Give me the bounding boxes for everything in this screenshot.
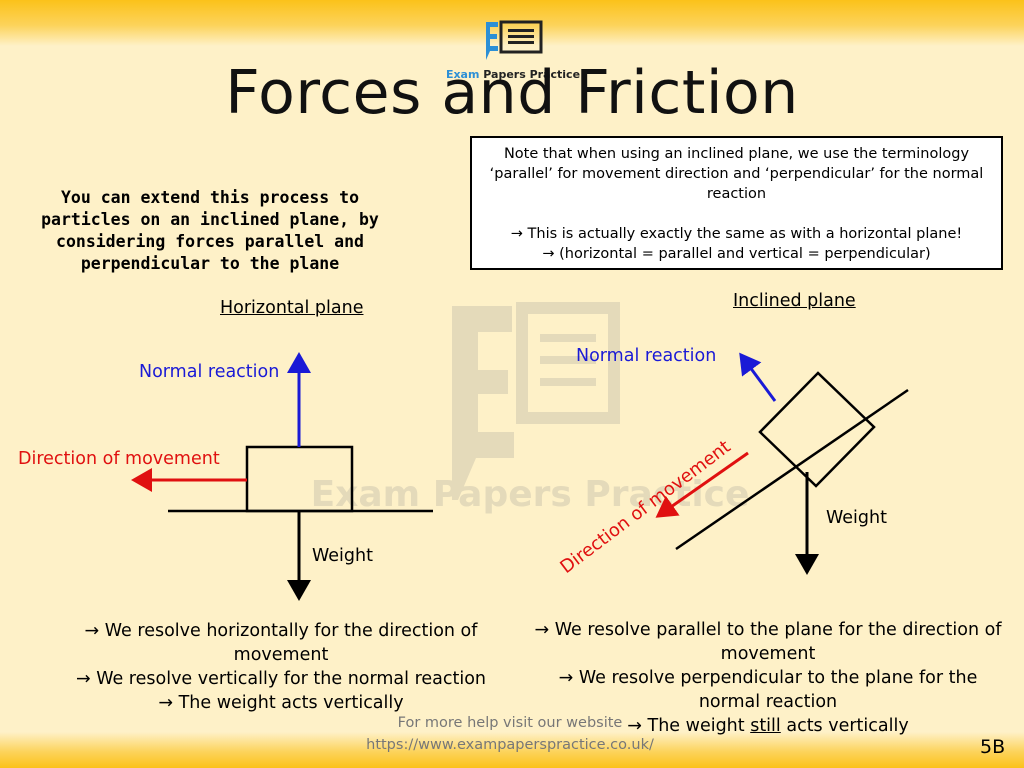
logo-text: Exam Papers Practice — [438, 68, 588, 81]
inclined-bullet-1: → We resolve parallel to the plane for t… — [534, 620, 1002, 664]
logo-text-rest: Papers Practice — [479, 68, 581, 81]
horizontal-movement-label: Direction of movement — [18, 449, 220, 469]
inclined-normal-arrow — [739, 352, 777, 402]
inclined-bullet-3: → The weight still acts vertically — [532, 714, 1004, 738]
footer-website-link[interactable]: https://www.exampaperspractice.co.uk/ — [366, 737, 654, 753]
horizontal-weight-label: Weight — [312, 546, 373, 566]
horizontal-bullet-1: → We resolve horizontally for the direct… — [84, 621, 478, 665]
logo: Exam Papers Practice — [438, 18, 588, 84]
bottom-gradient-band — [0, 732, 1024, 768]
inclined-bullet-3-pre: → The weight — [627, 716, 751, 736]
note-box: Note that when using an inclined plane, … — [470, 136, 1003, 270]
inclined-weight-label: Weight — [826, 508, 887, 528]
logo-icon — [486, 20, 543, 60]
intro-text: You can extend this process to particles… — [41, 188, 379, 273]
footer-line-1: For more help visit our website — [397, 715, 623, 731]
inclined-particle-box — [758, 371, 876, 488]
note-line-3: → (horizontal = parallel and vertical = … — [542, 246, 931, 262]
inclined-plane-heading: Inclined plane — [733, 291, 856, 311]
note-line-1: Note that when using an inclined plane, … — [489, 146, 984, 202]
horizontal-bullet-3: → The weight acts vertically — [158, 693, 404, 713]
page-title: Forces and Friction — [225, 58, 799, 128]
inclined-bullet-3-post: acts vertically — [780, 716, 909, 736]
horizontal-bullets: → We resolve horizontally for the direct… — [40, 619, 522, 715]
logo-text-exam: Exam — [445, 68, 480, 81]
horizontal-plane-heading: Horizontal plane — [220, 298, 364, 318]
inclined-movement-arrow — [655, 451, 749, 518]
page-number: 5B — [980, 736, 1006, 758]
inclined-bullet-3-still: still — [750, 716, 781, 736]
inclined-normal-label: Normal reaction — [576, 346, 717, 366]
footer: For more help visit our website https://… — [340, 712, 680, 756]
inclined-bullets: → We resolve parallel to the plane for t… — [532, 618, 1004, 738]
inclined-plane-line — [675, 388, 909, 551]
horizontal-bullet-2: → We resolve vertically for the normal r… — [75, 669, 487, 689]
horizontal-normal-label: Normal reaction — [139, 362, 280, 382]
note-line-2: → This is actually exactly the same as w… — [510, 226, 963, 242]
inclined-bullet-2: → We resolve perpendicular to the plane … — [558, 668, 978, 712]
horizontal-diagram — [131, 352, 433, 601]
